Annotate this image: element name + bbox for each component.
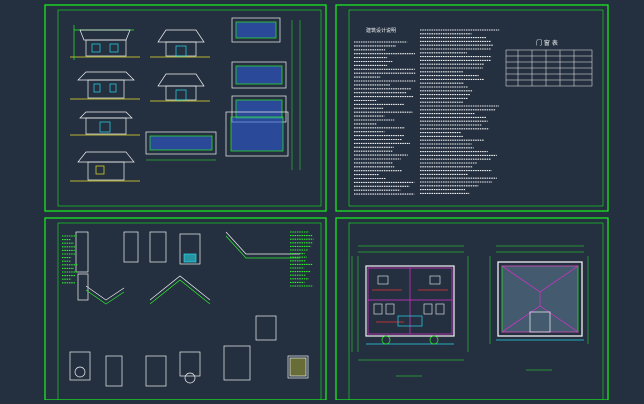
notes-column-2 (420, 29, 500, 194)
door-window-table (505, 49, 593, 87)
elevation-2 (70, 71, 140, 100)
notes-title: 建筑设计说明 (366, 27, 396, 34)
sheet-floor-plans (351, 245, 589, 377)
detail-text-blocks (62, 231, 314, 287)
floor-plan-roof (489, 245, 589, 344)
sheet-elevations (70, 17, 301, 182)
side-elevation-2 (150, 73, 210, 102)
dimension-lines-tl (146, 20, 301, 170)
detail-wall-sections (75, 231, 201, 301)
elevation-4 (70, 151, 140, 182)
sheet-frames (44, 4, 609, 401)
sheet-frame-top-right (335, 4, 609, 212)
notes-column-1 (354, 41, 416, 195)
roof-plan-column (145, 17, 289, 157)
sheet-design-notes: 建筑设计说明 门 窗 表 (354, 27, 593, 195)
detail-fixtures (69, 315, 309, 387)
side-elevation-1 (150, 29, 210, 58)
sheet-frame-top-left (44, 4, 327, 212)
detail-roof-ridges (85, 231, 300, 305)
elevation-3 (70, 111, 140, 136)
door-window-table-title: 门 窗 表 (536, 39, 558, 47)
plan-label-underlines (396, 369, 552, 377)
floor-plan-ground (351, 245, 469, 361)
elevation-1 (70, 25, 140, 60)
sheet-construction-details (62, 231, 314, 387)
